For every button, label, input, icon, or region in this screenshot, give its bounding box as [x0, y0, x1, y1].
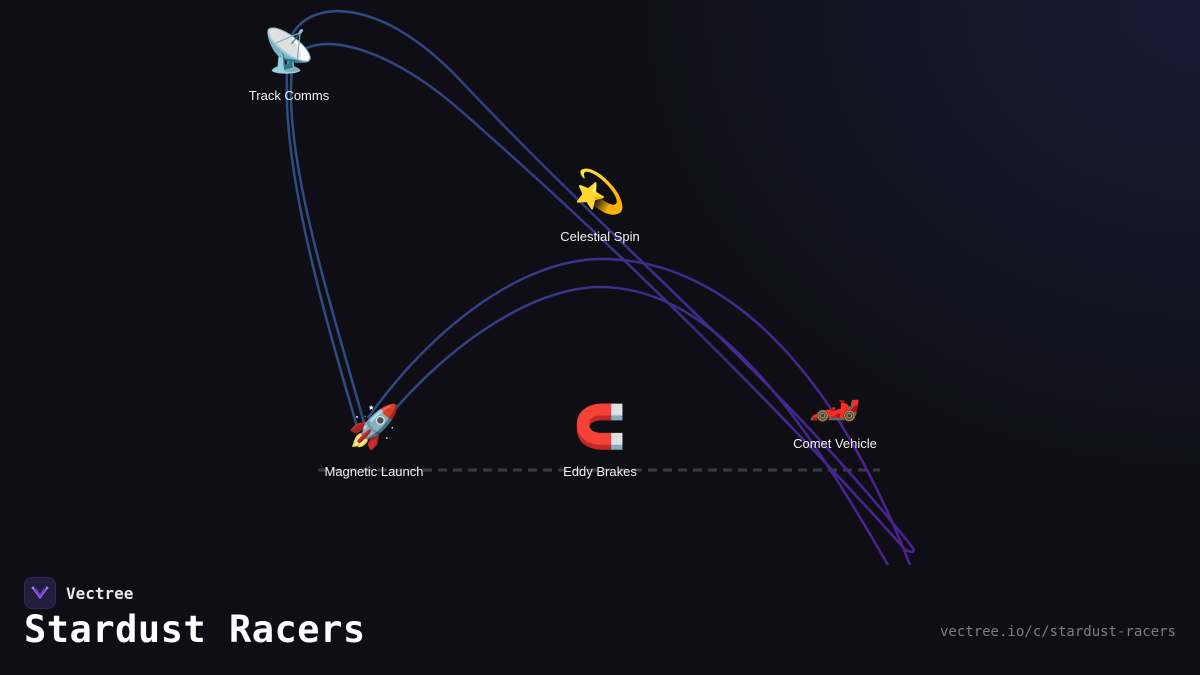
- node-label: Celestial Spin: [560, 229, 640, 244]
- edge-track-comms-loop-inner: [291, 42, 903, 547]
- dizzy-star-icon: 💫: [573, 167, 627, 216]
- magnet-icon: 🧲: [573, 402, 627, 451]
- brand-name: Vectree: [66, 583, 134, 603]
- page-title: Stardust Racers: [24, 608, 366, 651]
- page-url[interactable]: vectree.io/c/stardust-racers: [939, 624, 1176, 640]
- node-label: Magnetic Launch: [324, 464, 424, 479]
- node-track-comms[interactable]: 📡 Track Comms: [209, 26, 369, 103]
- edge-track-comms-loop-outer: [290, 10, 915, 554]
- edge-track-comms-magnetic-launch-b: [289, 59, 368, 431]
- node-comet-vehicle[interactable]: 🏎️ Comet Vehicle: [755, 374, 915, 451]
- edge-track-comms-magnetic-launch-a: [285, 34, 360, 431]
- node-label: Eddy Brakes: [563, 464, 637, 479]
- edge-magnetic-launch-comet-vehicle-a: [366, 257, 912, 566]
- brand[interactable]: Vectree: [24, 577, 133, 609]
- rocket-icon: 🚀: [347, 402, 401, 451]
- satellite-dish-icon: 📡: [262, 26, 316, 75]
- node-magnetic-launch[interactable]: 🚀 Magnetic Launch: [294, 402, 454, 479]
- race-car-icon: 🏎️: [808, 374, 862, 423]
- vectree-logo-icon: [24, 577, 56, 609]
- edge-magnetic-launch-comet-vehicle-b: [377, 285, 890, 566]
- node-label: Comet Vehicle: [793, 436, 877, 451]
- node-label: Track Comms: [248, 88, 330, 103]
- node-eddy-brakes[interactable]: 🧲 Eddy Brakes: [520, 402, 680, 479]
- node-celestial-spin[interactable]: 💫 Celestial Spin: [520, 167, 680, 244]
